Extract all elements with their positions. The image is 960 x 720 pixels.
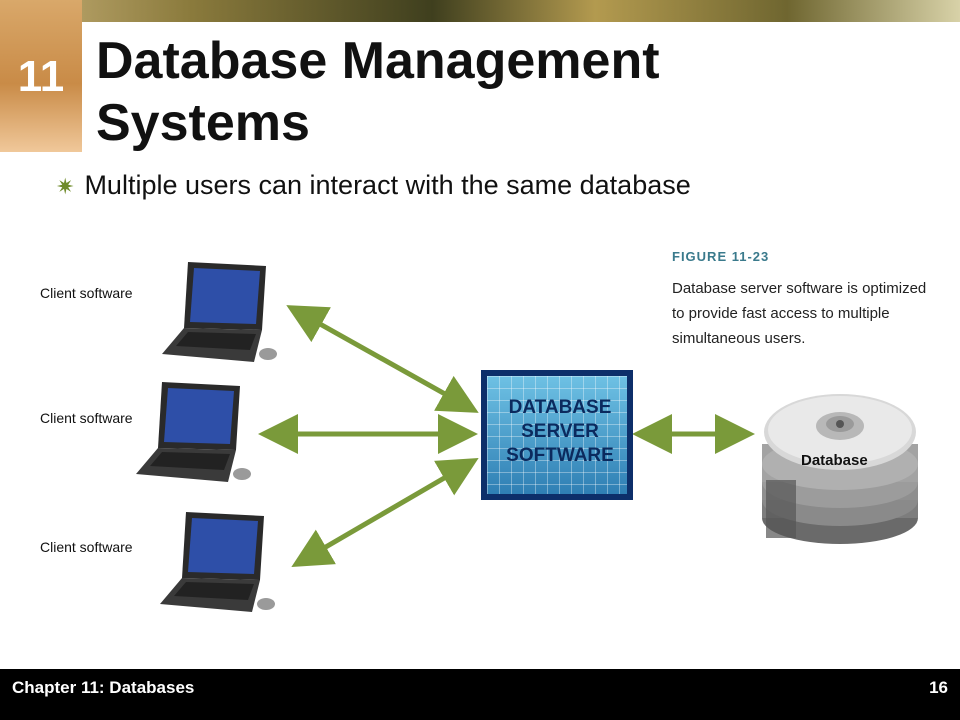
footer-chapter: Chapter 11: Databases [12,678,195,697]
arrow-client1-server [286,305,479,413]
chapter-tile [0,0,82,152]
laptop-icon [136,382,251,482]
database-server-box: DATABASE SERVER SOFTWARE [481,370,633,500]
star-bullet-icon: ✷ [56,174,75,199]
laptop-icon [160,512,275,612]
bullet-item: ✷ Multiple users can interact with the sa… [56,170,691,201]
chapter-number: 11 [17,52,65,101]
server-line-2: SERVER [521,421,599,442]
laptop-icon [162,262,277,362]
figure-title: FIGURE 11-23 [672,249,770,264]
figure-caption: Database server software is optimized to… [672,280,927,347]
bullet-text: Multiple users can interact with the sam… [84,170,691,200]
server-grid [487,376,627,494]
title-area [82,22,960,162]
client-label-1: Client software [40,285,133,301]
arrow-client3-server [291,457,479,568]
client-label-3: Client software [40,539,133,555]
server-line-3: SOFTWARE [506,445,614,466]
page-number: 16 [929,678,948,697]
database-label: Database [801,452,868,469]
server-label: DATABASE SERVER SOFTWARE [481,396,639,468]
slide-title: Database Management Systems [96,32,660,152]
client-label-2: Client software [40,410,133,426]
server-line-1: DATABASE [508,397,612,418]
footer-bar: Chapter 11: Databases 16 [0,669,960,720]
